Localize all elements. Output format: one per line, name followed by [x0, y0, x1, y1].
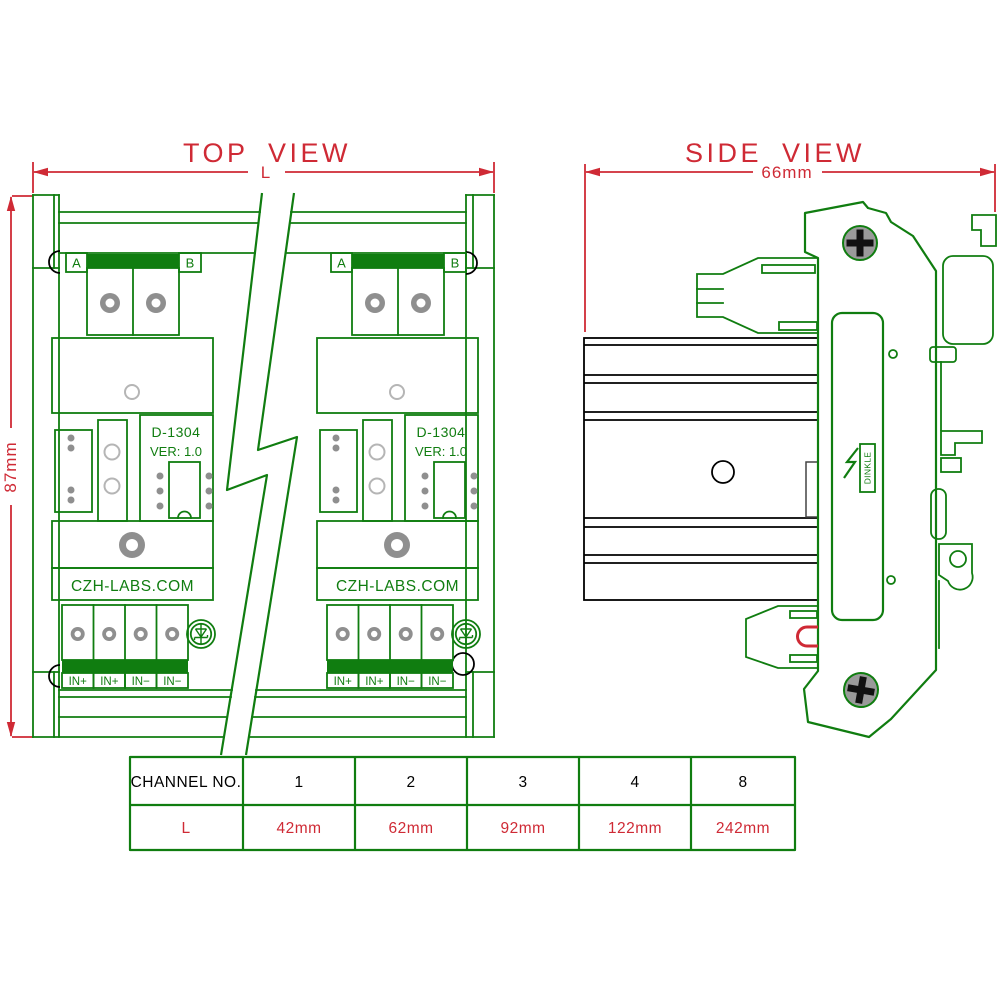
top-view-module-frame — [32, 192, 495, 756]
table-header-cell: 2 — [406, 774, 415, 791]
din-rail-clip — [929, 214, 997, 649]
table-header-cell: 1 — [294, 774, 303, 791]
break-lines — [219, 192, 299, 756]
din-bracket: DINKLE — [802, 200, 938, 739]
table-header-row: CHANNEL NO. 1 2 3 4 8 — [131, 774, 747, 791]
rail-brand-logo: DINKLE — [843, 443, 876, 493]
rail-lines — [32, 211, 495, 738]
table-length-cell: 62mm — [388, 820, 433, 837]
table-header-cell: CHANNEL NO. — [131, 774, 242, 791]
width-dimension: 66mm — [584, 163, 996, 332]
bracket-pin-hole — [888, 349, 898, 359]
release-clip-red — [796, 625, 818, 648]
width-dimension-label: 66mm — [761, 163, 812, 182]
table-length-cell: 122mm — [608, 820, 662, 837]
height-dimension: 87mm — [1, 195, 33, 738]
corner-bracket-bottom-left — [32, 671, 60, 738]
table-length-cell: 92mm — [500, 820, 545, 837]
body-hole — [711, 460, 735, 484]
table-length-cell: L — [181, 820, 190, 837]
table-length-cell: 42mm — [276, 820, 321, 837]
side-view: SIDE VIEW 66mm — [583, 138, 997, 739]
bracket-outline — [802, 200, 938, 739]
phillips-screw-top — [842, 225, 878, 261]
corner-bracket-top-right — [465, 194, 495, 269]
length-dimension-label: L — [261, 163, 271, 182]
height-dimension-label: 87mm — [1, 441, 20, 492]
length-dimension: L — [32, 162, 495, 193]
side-view-title: SIDE VIEW — [685, 138, 865, 168]
table-length-cell: 242mm — [716, 820, 770, 837]
rail-brand-label: DINKLE — [863, 452, 873, 485]
terminal-plug-top — [696, 257, 818, 334]
table-length-row: L 42mm 62mm 92mm 122mm 242mm — [181, 820, 770, 837]
top-view-title: TOP VIEW — [183, 138, 351, 168]
corner-mount-holes — [48, 250, 478, 688]
terminal-plug-bottom — [745, 605, 818, 669]
bracket-foot-plate — [830, 311, 885, 622]
bracket-pin-hole — [886, 575, 896, 585]
corner-bracket-top-left — [32, 194, 60, 269]
spec-table: CHANNEL NO. 1 2 3 4 8 L 42mm 62mm 92mm 1… — [128, 755, 797, 852]
table-header-cell: 4 — [630, 774, 639, 791]
phillips-screw-bottom — [843, 672, 879, 708]
table-header-cell: 3 — [518, 774, 527, 791]
table-header-cell: 8 — [738, 774, 747, 791]
top-view: TOP VIEW L 87mm — [1, 138, 495, 756]
